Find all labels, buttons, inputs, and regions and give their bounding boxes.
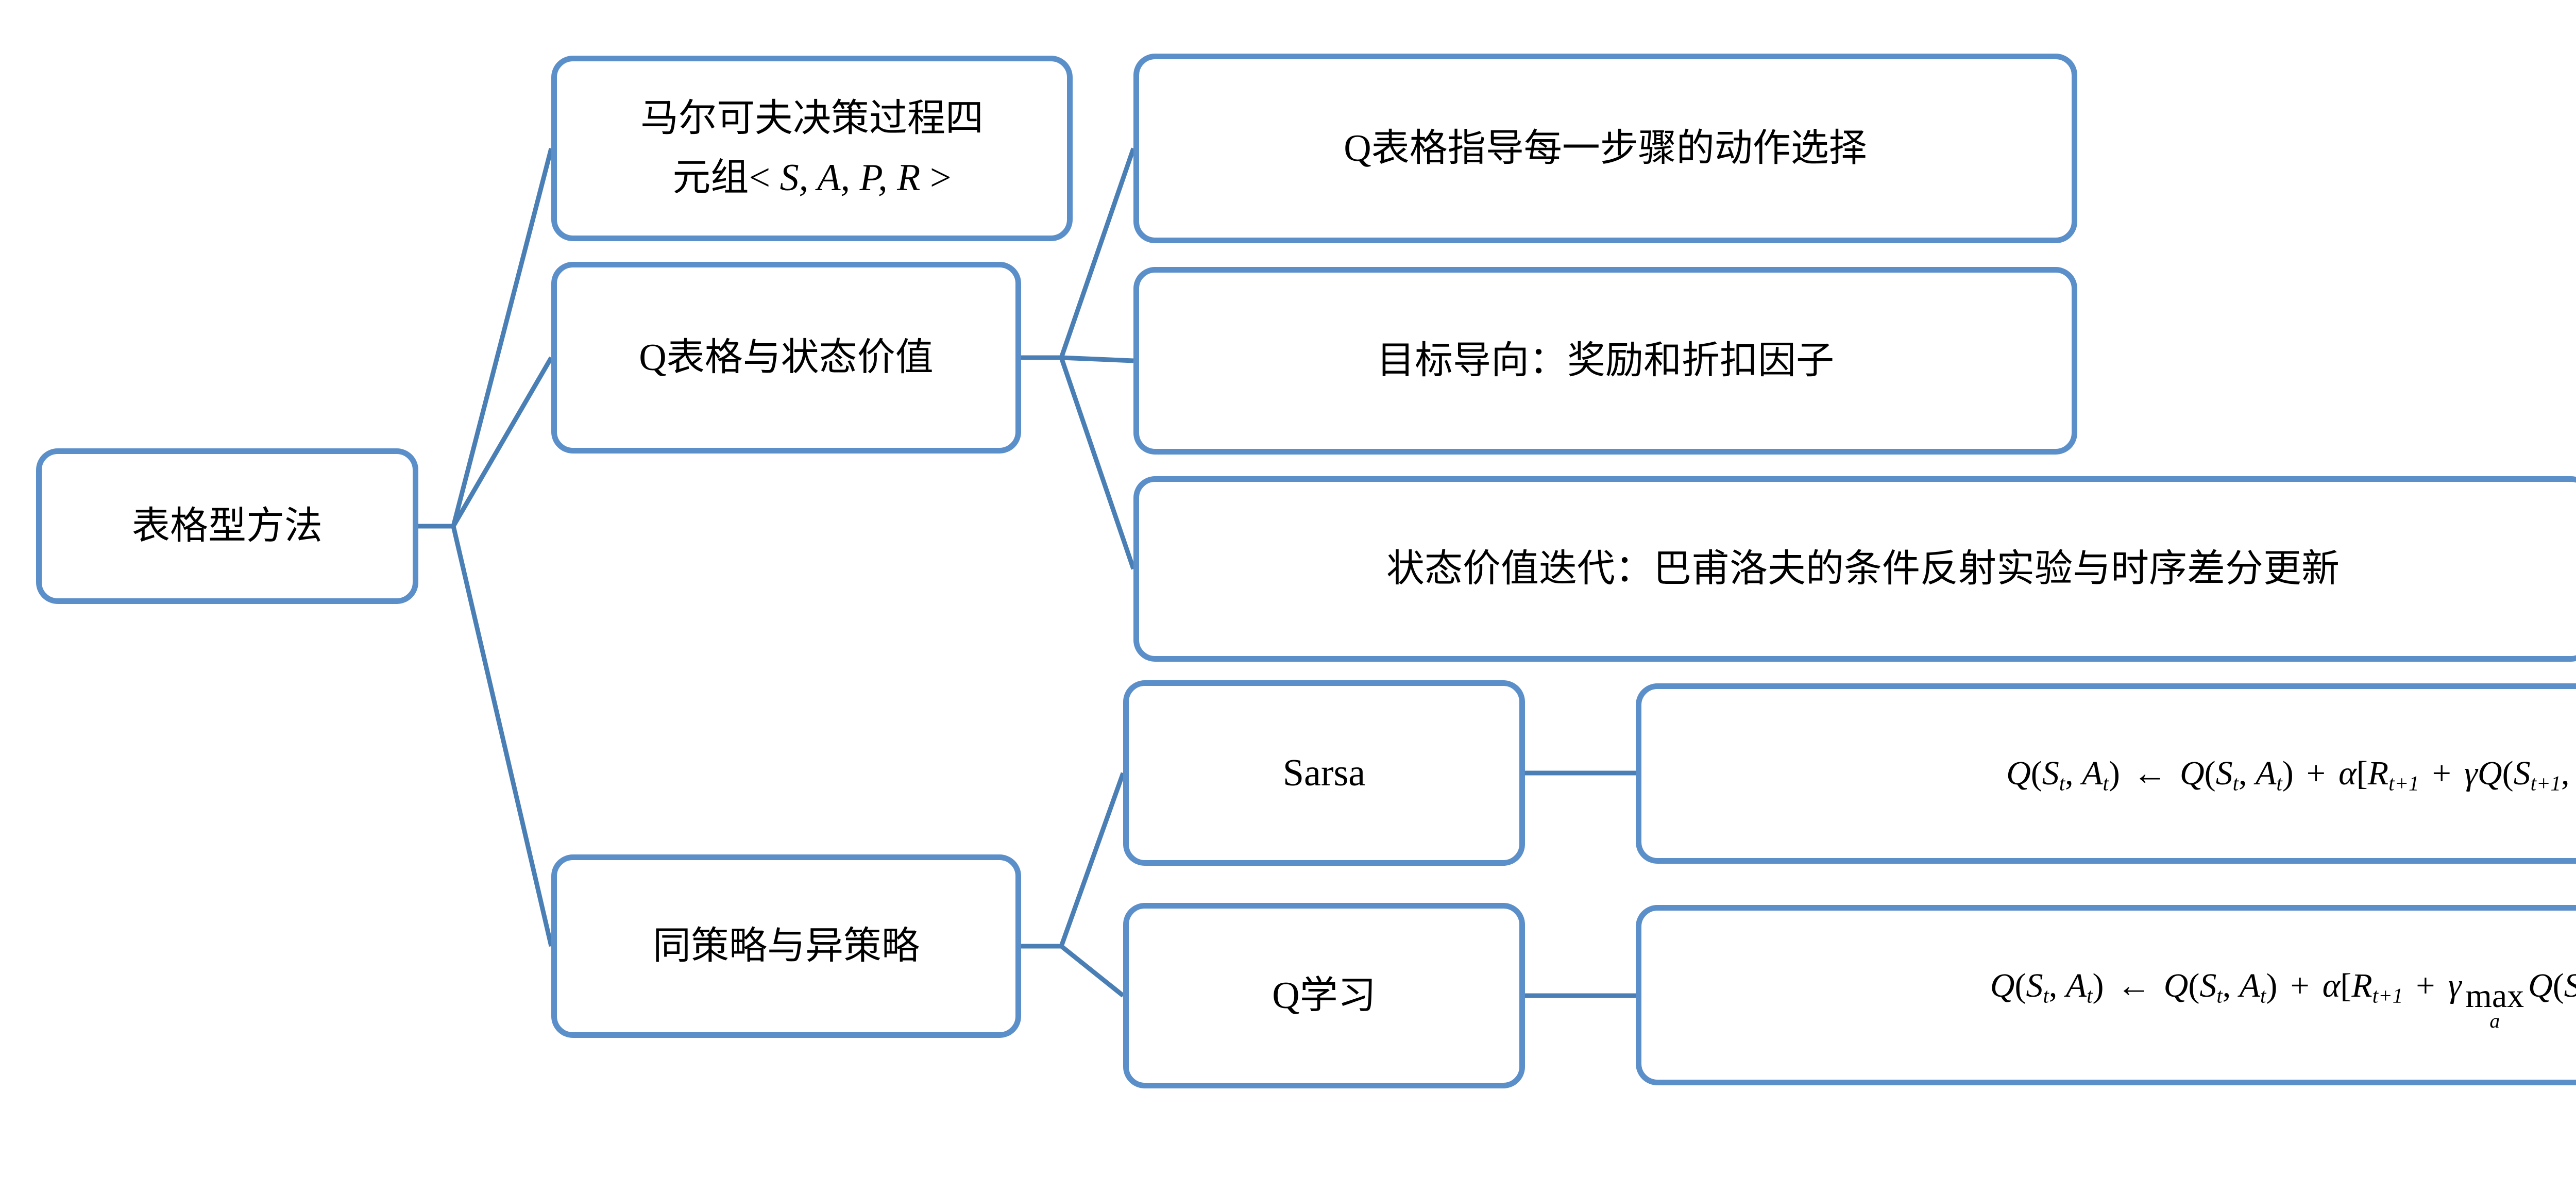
f2-lp3: (: [2552, 967, 2564, 1005]
f2-Rsub: t+1: [2372, 984, 2403, 1008]
wire-qtable-to-guide: [1059, 147, 1136, 359]
node-mdp-line2-prefix: 元组<: [672, 157, 780, 199]
f1-A2: A: [2256, 754, 2277, 792]
node-sarsa-formula[interactable]: Q(St, At) ← Q(St, At) + α[Rt+1 + γQ(St+1…: [1636, 683, 2576, 864]
f1-A1sub: t: [2103, 771, 2109, 795]
node-on-off-policy[interactable]: 同策略与异策略: [551, 854, 1021, 1038]
f2-S2sub: t: [2216, 984, 2223, 1008]
f1-rp2: ): [2282, 754, 2294, 792]
f1-rp1: ): [2108, 754, 2120, 792]
f1-gamma: γ: [2464, 754, 2478, 792]
f1-S2sub: t: [2232, 771, 2239, 795]
wire-root-to-qtable: [451, 356, 553, 528]
f1-R: R: [2367, 754, 2389, 792]
f2-R: R: [2351, 967, 2372, 1005]
f2-q3: Q: [2528, 967, 2553, 1005]
f1-lp3: (: [2502, 754, 2514, 792]
f2-A1: A: [2065, 967, 2087, 1005]
wire-root-to-onoff: [451, 525, 554, 947]
wire-qtable-to-goal: [1061, 355, 1134, 363]
f1-S1: S: [2042, 754, 2059, 792]
f1-comma2: ,: [2239, 754, 2247, 792]
f1-S3sub: t+1: [2530, 771, 2562, 795]
f2-S1: S: [2026, 967, 2043, 1005]
node-q-learning[interactable]: Q学习: [1123, 903, 1525, 1088]
f2-max-subscript: a: [2489, 1009, 2500, 1032]
f2-S3: S: [2564, 967, 2576, 1004]
f1-A2sub: t: [2276, 771, 2282, 795]
node-root[interactable]: 表格型方法: [36, 448, 418, 604]
f1-q2: Q: [2180, 754, 2205, 792]
f2-S1sub: t: [2043, 984, 2049, 1008]
f2-lp1: (: [2014, 967, 2026, 1005]
node-state-value-iteration-label: 状态价值迭代：巴甫洛夫的条件反射实验与时序差分更新: [1386, 547, 2340, 590]
f1-q1: Q: [2006, 754, 2031, 792]
f2-max-label: max: [2465, 977, 2524, 1015]
node-goal-oriented-reward-discount[interactable]: 目标导向：奖励和折扣因子: [1133, 267, 2077, 455]
f2-A1sub: t: [2087, 984, 2093, 1008]
f2-A2sub: t: [2260, 984, 2266, 1008]
f2-S2: S: [2199, 967, 2217, 1005]
f1-lb: [: [2356, 754, 2368, 792]
node-q-table-guides-action[interactable]: Q表格指导每一步骤的动作选择: [1133, 54, 2077, 243]
wire-qtable-to-value: [1059, 357, 1136, 570]
wire-root-to-mdp: [451, 147, 554, 527]
node-state-value-iteration[interactable]: 状态价值迭代：巴甫洛夫的条件反射实验与时序差分更新: [1133, 476, 2576, 662]
f1-Rsub: t+1: [2388, 771, 2419, 795]
f1-comma3: ,: [2561, 754, 2570, 792]
f2-lp2: (: [2188, 967, 2200, 1005]
node-root-label: 表格型方法: [132, 505, 323, 547]
f2-plus2: +: [2416, 967, 2435, 1005]
node-q-table-guides-action-label: Q表格指导每一步骤的动作选择: [1344, 127, 1867, 170]
f1-lp2: (: [2204, 754, 2216, 792]
sarsa-formula-expression: Q(St, At) ← Q(St, At) + α[Rt+1 + γQ(St+1…: [1655, 747, 2576, 800]
node-sarsa-label: Sarsa: [1282, 751, 1366, 794]
f1-plus2: +: [2432, 754, 2451, 792]
node-mdp-line1: 马尔可夫决策过程四: [640, 97, 984, 140]
node-sarsa[interactable]: Sarsa: [1123, 680, 1525, 866]
f2-comma1: ,: [2048, 967, 2058, 1005]
wire-onoff-to-sarsa: [1059, 772, 1126, 947]
f1-A1: A: [2082, 754, 2103, 792]
node-q-learning-label: Q学习: [1272, 974, 1376, 1017]
node-on-off-policy-label: 同策略与异策略: [653, 925, 920, 967]
node-mdp-label: 马尔可夫决策过程四 元组< S, A, P, R >: [570, 89, 1054, 207]
node-mdp-line2-math: S, A, P, R: [779, 157, 921, 199]
wire-onoff-to-qlearn: [1060, 944, 1125, 998]
f1-plus1: +: [2306, 754, 2326, 792]
f1-S1sub: t: [2059, 771, 2065, 795]
f2-rp2: ): [2266, 967, 2278, 1005]
f1-arrow: ←: [2132, 754, 2167, 792]
f1-lp1: (: [2030, 754, 2042, 792]
f2-q1: Q: [1990, 967, 2015, 1005]
f1-S3: S: [2513, 754, 2531, 792]
node-qtable-state-value-label: Q表格与状态价值: [639, 336, 934, 379]
f1-comma1: ,: [2065, 754, 2074, 792]
f2-comma2: ,: [2222, 967, 2231, 1005]
node-goal-oriented-reward-discount-label: 目标导向：奖励和折扣因子: [1377, 339, 1834, 382]
f2-rp1: ): [2092, 967, 2104, 1005]
f1-alpha: α: [2338, 754, 2357, 792]
f1-S2: S: [2215, 754, 2233, 792]
node-mdp[interactable]: 马尔可夫决策过程四 元组< S, A, P, R >: [551, 56, 1073, 241]
f2-gamma: γ: [2448, 967, 2462, 1005]
f2-alpha: α: [2322, 967, 2341, 1005]
f2-q2: Q: [2163, 967, 2189, 1005]
f2-plus1: +: [2290, 967, 2310, 1005]
node-mdp-line2-suffix: >: [920, 157, 952, 199]
f2-lb: [: [2340, 967, 2352, 1005]
node-qtable-state-value[interactable]: Q表格与状态价值: [551, 262, 1021, 454]
f1-q3: Q: [2477, 754, 2502, 792]
f2-A2: A: [2239, 967, 2261, 1005]
f2-arrow: ←: [2116, 967, 2151, 1005]
